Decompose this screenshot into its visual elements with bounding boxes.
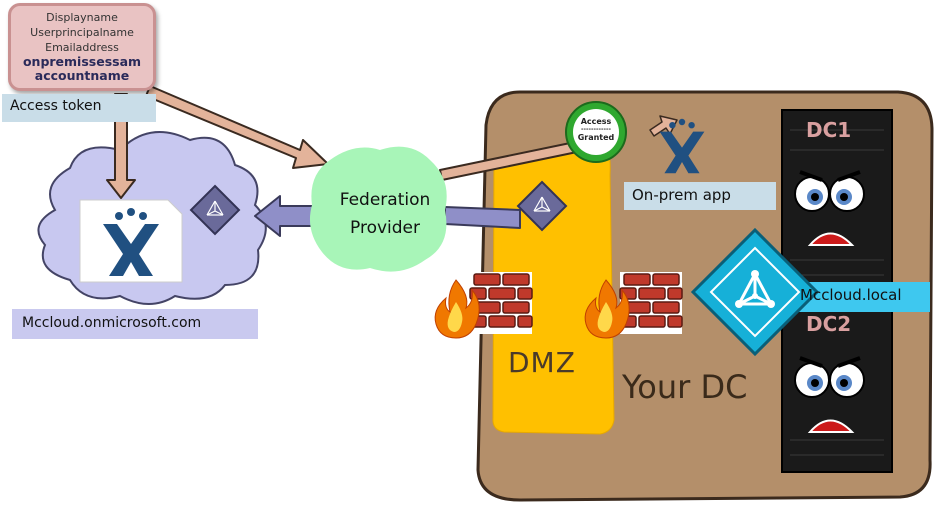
- jira-logo-icon: [103, 208, 159, 276]
- access-token-label: Access token: [2, 94, 156, 122]
- access-granted-divider: ------------: [581, 126, 611, 133]
- azure-ad-diamond-icon: [189, 184, 241, 236]
- mccloud-local-label: Mccloud.local: [800, 286, 902, 304]
- onprem-app-label: On-prem app: [624, 182, 776, 210]
- access-token-claims-box: Displayname Userprincipalname Emailaddre…: [8, 3, 156, 91]
- claim-onpremissessam: onpremissessam: [22, 54, 142, 69]
- claim-accountname: accountname: [34, 68, 130, 83]
- your-dc-label: Your DC: [622, 368, 748, 406]
- cloud-domain-label: Mccloud.onmicrosoft.com: [12, 309, 258, 339]
- face-icon: [794, 356, 865, 433]
- token-to-federation-arrow: [145, 85, 329, 169]
- firewall-icon: [619, 272, 683, 334]
- dc1-label: DC1: [806, 118, 852, 142]
- access-granted-line2: Granted: [577, 133, 615, 142]
- dc2-label: DC2: [806, 312, 852, 336]
- dmz-label-text: DMZ: [508, 346, 576, 379]
- active-directory-icon: [690, 227, 820, 357]
- federation-provider-line1: Federation: [339, 190, 431, 210]
- flame-icon: [584, 279, 630, 339]
- dmz-to-federation-arrow: [444, 206, 521, 229]
- federation-provider-line2: Provider: [350, 218, 420, 238]
- flame-icon: [434, 279, 480, 339]
- firewall-icon: [469, 272, 533, 334]
- access-granted-line1: Access: [580, 117, 612, 126]
- claim-emailaddress: Emailaddress: [45, 41, 119, 54]
- claim-userprincipalname: Userprincipalname: [30, 26, 134, 39]
- face-icon: [794, 170, 865, 246]
- dmz-adfs-diamond-icon: [516, 180, 568, 232]
- claim-displayname: Displayname: [46, 11, 118, 24]
- onprem-jira-logo-icon: [659, 118, 705, 174]
- federation-provider-shape: [309, 146, 447, 272]
- federation-to-cloud-arrow: [254, 195, 316, 237]
- cloud-app-tile: [79, 199, 183, 283]
